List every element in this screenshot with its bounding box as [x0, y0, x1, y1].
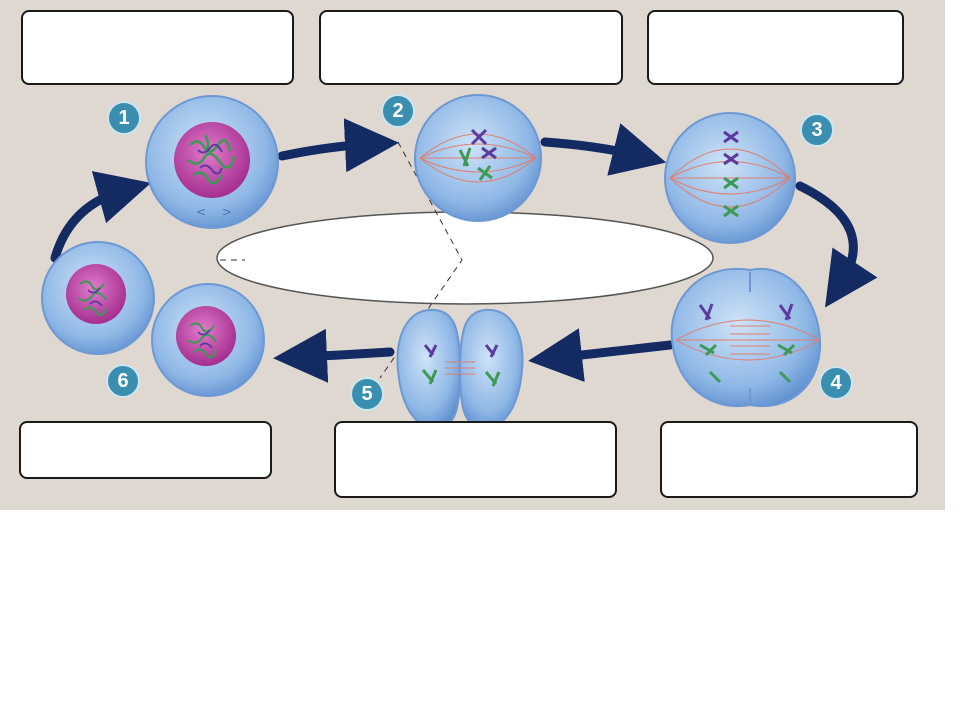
cell-stage-4 — [670, 267, 822, 408]
stage-number-badge-6: 6 — [106, 364, 140, 398]
stage-number-badge-4: 4 — [819, 366, 853, 400]
cell-stage-6-left — [41, 241, 155, 355]
label-box-top-center[interactable] — [319, 10, 623, 85]
svg-text:<: < — [196, 205, 206, 219]
svg-text:>: > — [222, 205, 232, 219]
center-label-ellipse — [216, 211, 714, 305]
arrow-3-to-4 — [795, 181, 878, 308]
arrow-1-to-2 — [277, 118, 399, 173]
stage-number-badge-1: 1 — [107, 101, 141, 135]
label-box-bottom-center[interactable] — [334, 421, 617, 498]
arrow-2-to-3 — [540, 123, 667, 176]
label-box-bottom-right[interactable] — [660, 421, 918, 498]
stage-number-badge-2: 2 — [381, 94, 415, 128]
cell-stage-6-right — [151, 283, 265, 397]
stage-number-badge-5: 5 — [350, 377, 384, 411]
cell-stage-2 — [414, 94, 542, 222]
cell-stage-1: < > — [145, 95, 279, 229]
stage-number-badge-3: 3 — [800, 113, 834, 147]
arrow-5-to-6 — [273, 328, 395, 383]
label-box-bottom-left[interactable] — [19, 421, 272, 479]
arrow-6-to-1 — [50, 171, 152, 263]
nucleus — [174, 122, 250, 198]
label-box-top-left[interactable] — [21, 10, 294, 85]
arrow-4-to-5 — [528, 328, 675, 382]
cell-stage-5 — [396, 308, 524, 430]
cell-stage-3 — [664, 112, 796, 244]
cycle-arrows — [50, 118, 878, 383]
label-box-top-right[interactable] — [647, 10, 904, 85]
